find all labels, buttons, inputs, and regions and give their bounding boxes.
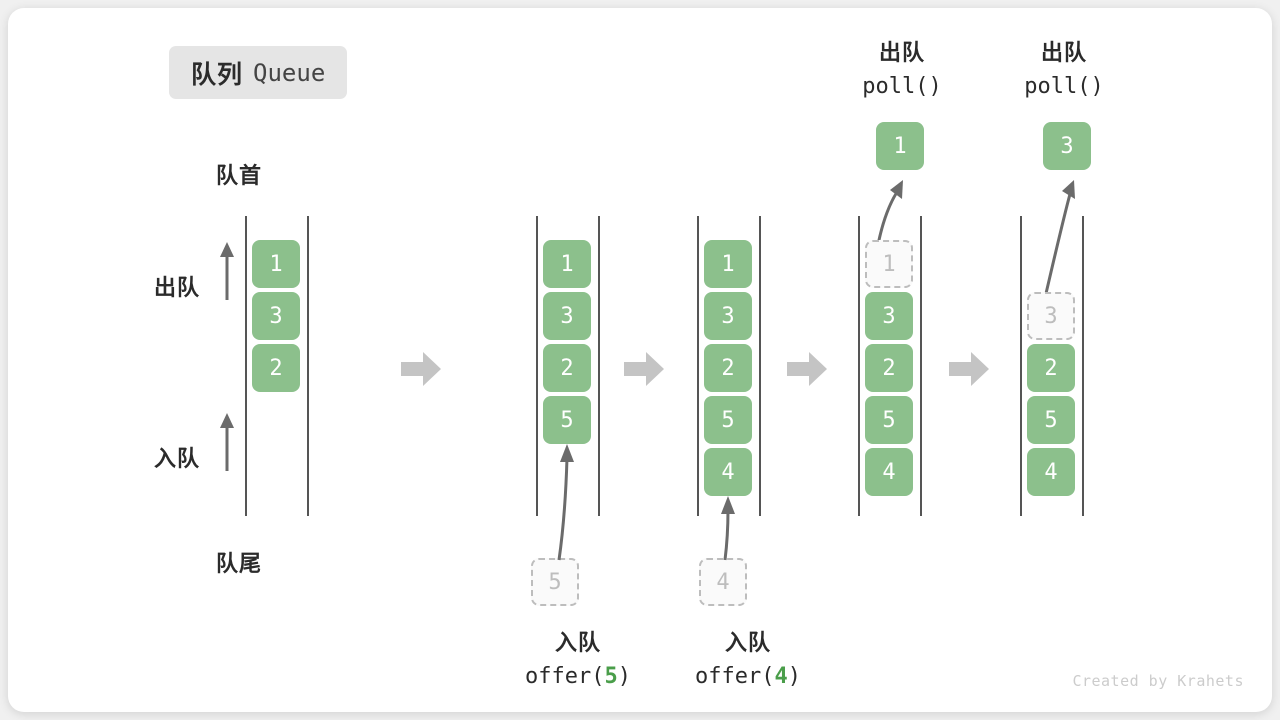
enqueue-side-label: 入队 (154, 446, 201, 471)
ghost-cell: 5 (531, 558, 579, 606)
queue-rail-right (759, 216, 761, 516)
cell-value: 2 (252, 344, 300, 392)
poll-3-label: 出队 poll() (1024, 40, 1104, 99)
queue-rail-right (598, 216, 600, 516)
queue-cell: 2 (1027, 344, 1075, 392)
queue-rail-right (307, 216, 309, 516)
queue-cell: 5 (704, 396, 752, 444)
offer-5-label: 入队 offer(5) (525, 630, 631, 689)
rear-label: 队尾 (216, 551, 263, 576)
title-en: Queue (253, 58, 326, 87)
cell-value: 2 (865, 344, 913, 392)
cell-value: 5 (704, 396, 752, 444)
cell-value: 4 (865, 448, 913, 496)
ghost-cell-value: 3 (1027, 292, 1075, 340)
dequeue-direction-arrow-icon (216, 240, 238, 302)
cell-value: 3 (252, 292, 300, 340)
queue-cell: 3 (543, 292, 591, 340)
queue-rail-right (920, 216, 922, 516)
transition-arrow-icon (401, 352, 441, 386)
cell-value: 4 (1027, 448, 1075, 496)
cell-value: 5 (543, 396, 591, 444)
queue-cell: 2 (543, 344, 591, 392)
cell-value: 1 (543, 240, 591, 288)
queue-rail-left (858, 216, 860, 516)
queue-cell: 2 (252, 344, 300, 392)
queue-rail-right (1082, 216, 1084, 516)
diagram-card: 队列 Queue 队首 队尾 出队 入队 1 3 2 (8, 8, 1272, 712)
queue-rail-left (245, 216, 247, 516)
queue-cell: 2 (865, 344, 913, 392)
queue-cell: 4 (1027, 448, 1075, 496)
offer-4-label: 入队 offer(4) (695, 630, 801, 689)
cell-value: 5 (865, 396, 913, 444)
queue-cell: 5 (1027, 396, 1075, 444)
enqueue-motion-arrow-icon (533, 440, 603, 562)
poll-1-label: 出队 poll() (862, 40, 942, 99)
cell-value: 1 (704, 240, 752, 288)
popped-cell-value: 1 (876, 122, 924, 170)
cell-value: 3 (543, 292, 591, 340)
transition-arrow-icon (949, 352, 989, 386)
queue-cell-new: 5 (543, 396, 591, 444)
queue-cell: 1 (252, 240, 300, 288)
ghost-cell-value: 4 (699, 558, 747, 606)
queue-cell-new: 4 (704, 448, 752, 496)
title-badge: 队列 Queue (169, 46, 348, 99)
cell-value: 3 (865, 292, 913, 340)
queue-cell: 5 (865, 396, 913, 444)
cell-value: 2 (543, 344, 591, 392)
cell-value: 2 (704, 344, 752, 392)
cell-value: 2 (1027, 344, 1075, 392)
transition-arrow-icon (787, 352, 827, 386)
popped-cell-value: 3 (1043, 122, 1091, 170)
dequeue-motion-arrow-icon (1018, 176, 1098, 304)
popped-cell: 1 (876, 122, 924, 170)
ghost-cell-value: 1 (865, 240, 913, 288)
queue-cell: 2 (704, 344, 752, 392)
ghost-cell: 3 (1027, 292, 1075, 340)
queue-cell: 1 (543, 240, 591, 288)
ghost-cell: 4 (699, 558, 747, 606)
cell-value: 4 (704, 448, 752, 496)
queue-rail-left (536, 216, 538, 516)
queue-cell: 3 (865, 292, 913, 340)
ghost-cell-value: 5 (531, 558, 579, 606)
ghost-cell: 1 (865, 240, 913, 288)
queue-cell: 3 (252, 292, 300, 340)
cell-value: 1 (252, 240, 300, 288)
dequeue-side-label: 出队 (154, 275, 201, 300)
queue-cell: 3 (704, 292, 752, 340)
enqueue-direction-arrow-icon (216, 411, 238, 473)
credit-text: Created by Krahets (1072, 672, 1244, 690)
popped-cell: 3 (1043, 122, 1091, 170)
queue-rail-left (697, 216, 699, 516)
title-cn: 队列 (191, 60, 244, 89)
queue-cell: 1 (704, 240, 752, 288)
transition-arrow-icon (624, 352, 664, 386)
enqueue-motion-arrow-icon (704, 492, 764, 562)
cell-value: 5 (1027, 396, 1075, 444)
cell-value: 3 (704, 292, 752, 340)
queue-cell: 4 (865, 448, 913, 496)
front-label: 队首 (216, 163, 263, 188)
queue-rail-left (1020, 216, 1022, 516)
